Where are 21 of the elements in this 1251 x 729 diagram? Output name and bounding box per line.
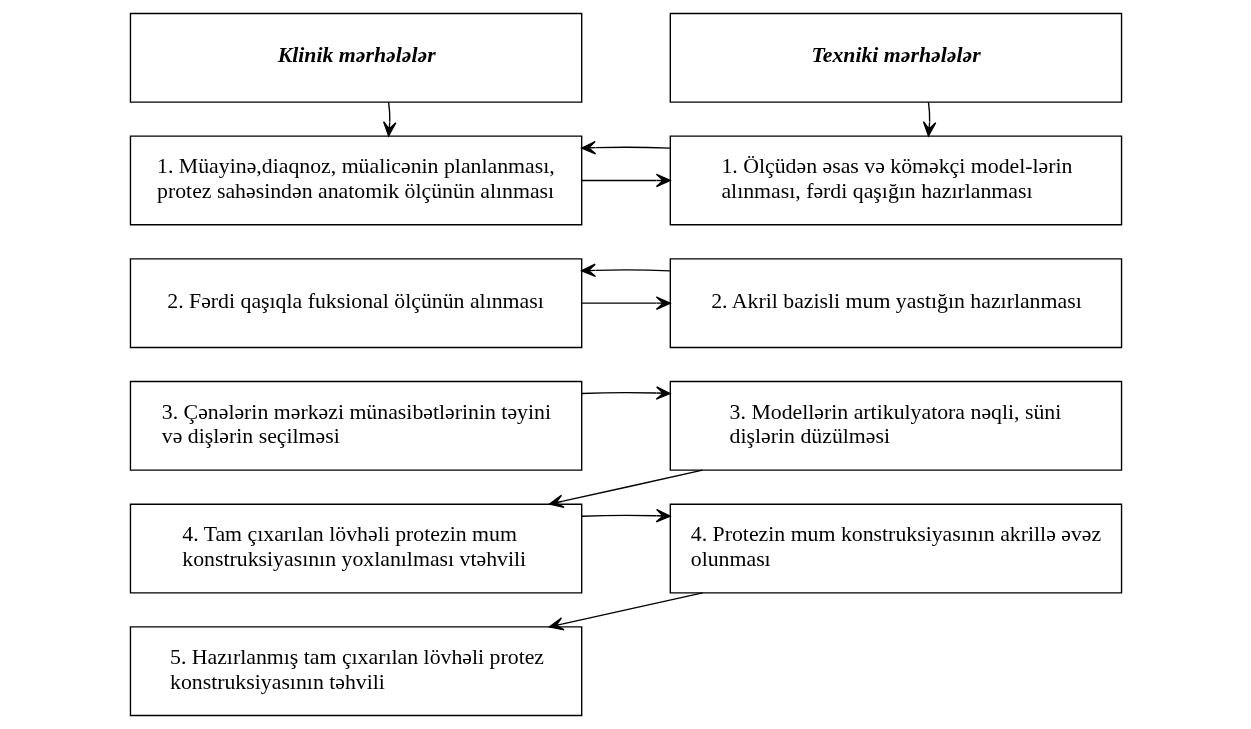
arrow (922, 101, 936, 137)
arrow (548, 592, 703, 631)
arrow (580, 173, 671, 188)
node-box: 2. Fərdi qaşıqla fuksional ölçünün alınması (129, 258, 582, 349)
node-box: 1. Ölçüdən əsas və köməkçi model-lərin alınması, fərdi qaşığın hazırlanması (669, 135, 1122, 226)
arrow (580, 140, 671, 155)
node-box: Klinik mərhələlər (129, 12, 582, 103)
arrow (580, 296, 671, 310)
arrow (580, 386, 671, 400)
node-box: 4. Protezin mum konstruksiyasının akrillə əvəz olunması (669, 503, 1122, 594)
node-box: 4. Tam çıxarılan lövhəli protezin mum konstruksiyasının yoxlanılması vtəhvili (129, 503, 582, 594)
node-box: 3. Çənələrin mərkəzi münasibətlərinin təyini və dişlərin seçilməsi (129, 380, 582, 471)
node-box: 1. Müayinə,diaqnoz, müalicənin planlanması, protez sahəsindən anatomik ölçünün alınması (129, 135, 582, 226)
node-box: 5. Hazırlanmış tam çıxarılan lövhəli protez konstruksiyasının təhvili (129, 626, 582, 717)
node-box: 3. Modellərin artikulyatora nəqli, süni dişlərin düzülməsi (669, 380, 1122, 471)
arrow (580, 508, 671, 523)
arrow (580, 263, 671, 278)
node-box: 2. Akril bazisli mum yastığın hazırlanması (669, 258, 1122, 349)
arrow (382, 101, 397, 137)
arrow (548, 469, 703, 508)
node-box: Texniki mərhələlər (669, 12, 1122, 103)
